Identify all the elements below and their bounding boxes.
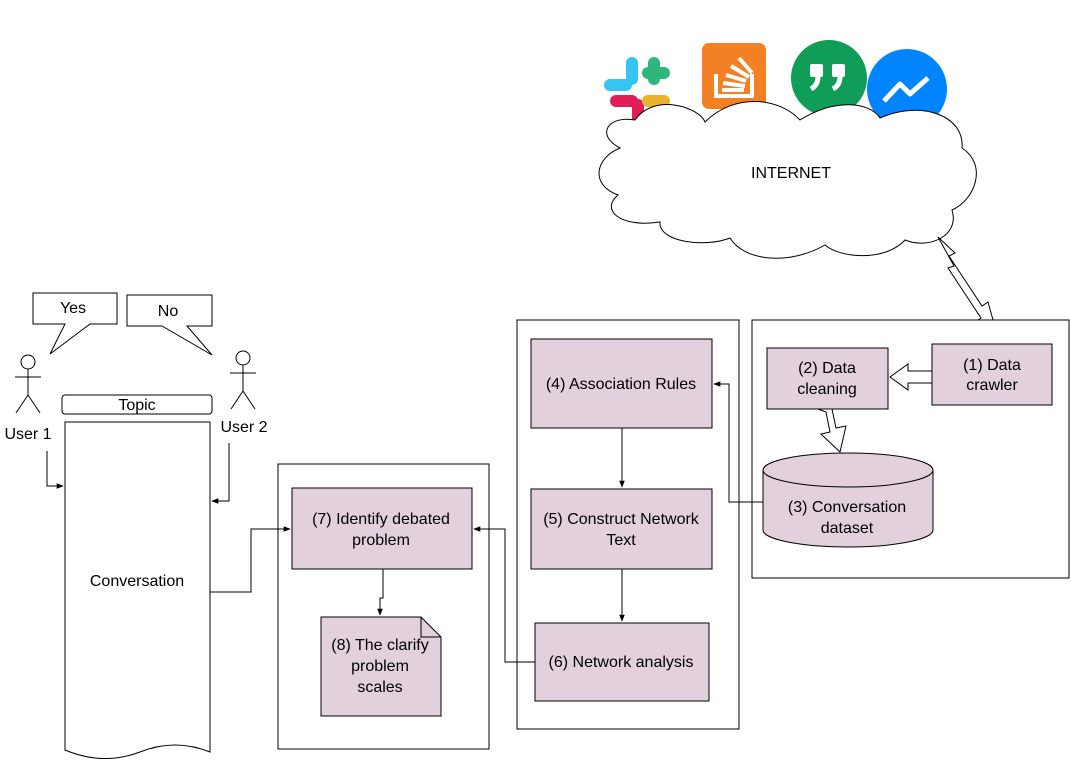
- analysis-to-identify-arrow: [473, 526, 535, 663]
- svg-text:problem: problem: [351, 658, 409, 675]
- user-1-label: User 1: [4, 426, 51, 443]
- step-data-crawler: (1) Data crawler: [931, 343, 1053, 406]
- conversation-to-identify-arrow: [210, 526, 291, 593]
- svg-text:No: No: [158, 303, 179, 320]
- step-data-cleaning: (2) Data cleaning: [766, 347, 889, 410]
- svg-text:Yes: Yes: [60, 300, 86, 317]
- svg-text:(4) Association Rules: (4) Association Rules: [546, 376, 696, 393]
- step-identify-debated-problem: (7) Identify debated problem: [291, 487, 473, 570]
- svg-text:(2) Data: (2) Data: [798, 360, 856, 377]
- speech-bubble-no: No: [126, 294, 213, 356]
- hangouts-icon: [791, 40, 867, 116]
- svg-text:(5) Construct Network: (5) Construct Network: [543, 511, 700, 528]
- identify-to-clarify-arrow: [377, 569, 384, 616]
- svg-text:scales: scales: [357, 679, 402, 696]
- svg-text:dataset: dataset: [821, 520, 874, 537]
- speech-bubble-yes: Yes: [32, 292, 118, 355]
- cleaning-to-dataset-arrow: [817, 408, 847, 453]
- svg-text:Text: Text: [606, 532, 636, 549]
- internet-cloud: INTERNET: [598, 101, 977, 259]
- svg-text:(1) Data: (1) Data: [963, 357, 1021, 374]
- stackoverflow-icon: [702, 43, 766, 109]
- svg-text:Topic: Topic: [118, 397, 155, 414]
- step-conversation-dataset: (3) Conversation dataset: [762, 452, 934, 548]
- user-1-figure: User 1: [4, 354, 52, 443]
- step-network-analysis: (6) Network analysis: [534, 622, 710, 702]
- crawler-to-cleaning-arrow: [889, 363, 933, 391]
- step-association-rules: (4) Association Rules: [530, 338, 713, 429]
- user-2-label: User 2: [220, 419, 267, 436]
- svg-text:Conversation: Conversation: [90, 573, 184, 590]
- svg-text:(8) The clarify: (8) The clarify: [331, 637, 429, 654]
- user-2-figure: User 2: [220, 350, 268, 436]
- topic-label-box: Topic: [61, 394, 213, 415]
- step-construct-network-text: (5) Construct Network Text: [530, 488, 713, 570]
- user-1-to-conversation-arrow: [46, 451, 64, 489]
- internet-crawler-double-arrow: [937, 236, 994, 323]
- step-clarify-problem-scales: (8) The clarify problem scales: [320, 616, 442, 717]
- svg-text:(6) Network analysis: (6) Network analysis: [549, 654, 694, 671]
- conversation-document: Conversation: [64, 421, 211, 760]
- svg-text:(3) Conversation: (3) Conversation: [788, 499, 906, 516]
- messenger-icon: [867, 49, 947, 129]
- svg-text:cleaning: cleaning: [797, 381, 857, 398]
- svg-text:crawler: crawler: [966, 377, 1018, 394]
- svg-text:problem: problem: [352, 532, 410, 549]
- dataset-to-association-arrow: [713, 381, 763, 503]
- svg-text:(7) Identify debated: (7) Identify debated: [312, 511, 450, 528]
- internet-label: INTERNET: [751, 165, 831, 182]
- user-2-to-conversation-arrow: [211, 443, 230, 504]
